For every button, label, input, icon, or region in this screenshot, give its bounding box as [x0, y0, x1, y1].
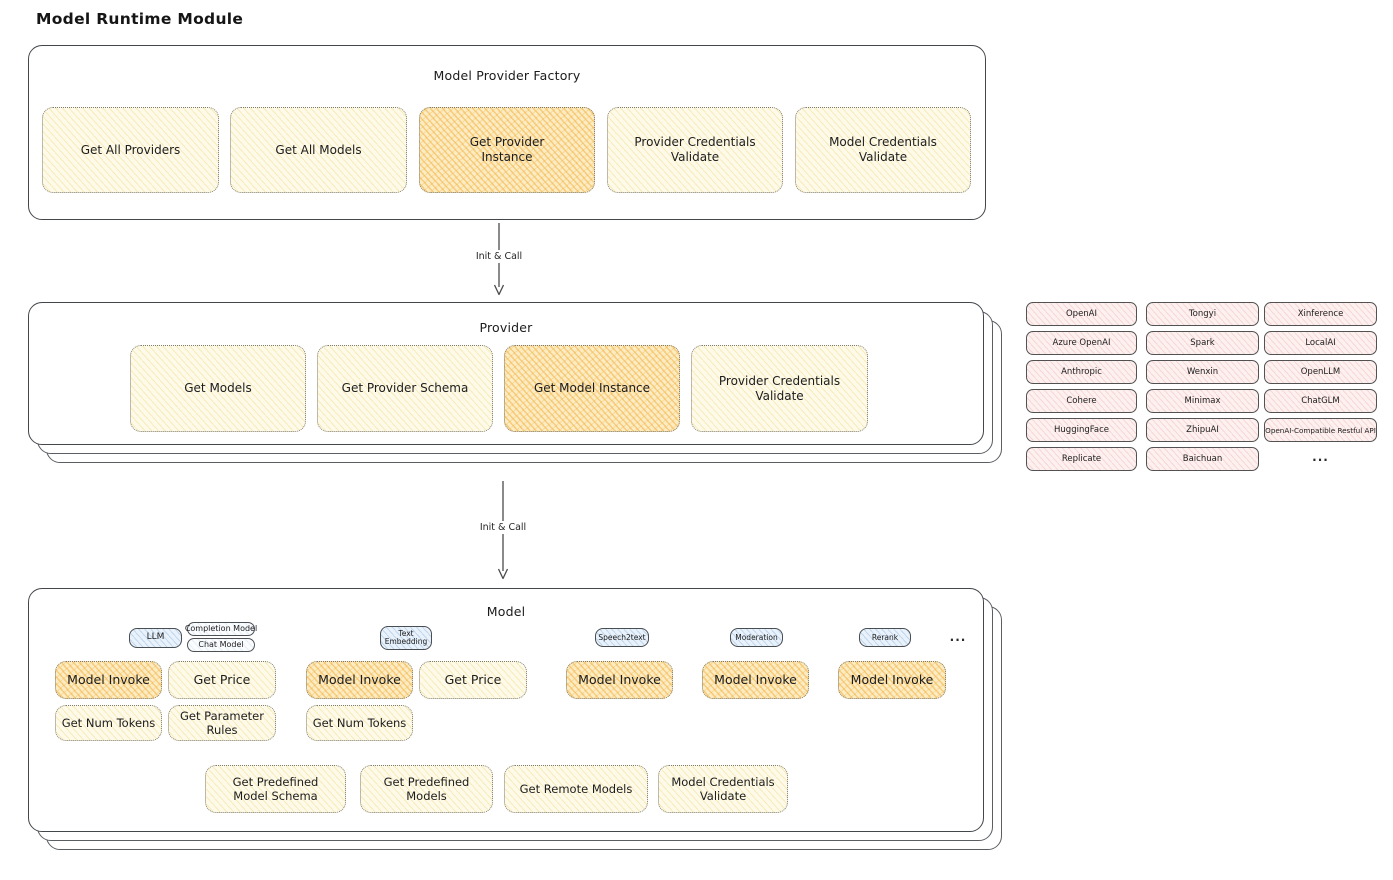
provider-pill-openai: OpenAI: [1026, 302, 1137, 326]
provider-title: Provider: [479, 320, 533, 335]
tab-text-embedding: Text Embedding: [380, 626, 432, 650]
model-node-model-invoke-text-embedding: Model Invoke: [306, 661, 413, 699]
tab-speech2text: Speech2text: [595, 628, 649, 647]
factory-node-get-all-models: Get All Models: [230, 107, 407, 193]
provider-pill-localai: LocalAI: [1264, 331, 1377, 355]
factory-node-provider-credentials-validate: Provider Credentials Validate: [607, 107, 783, 193]
init-call-label: Init & Call: [465, 521, 541, 534]
tab-completion-model: Completion Model: [185, 622, 257, 636]
provider-pill-openllm: OpenLLM: [1264, 360, 1377, 384]
factory-node-get-all-providers: Get All Providers: [42, 107, 219, 193]
provider-pill-openai-compatible-restful-api: OpenAI-Compatible Restful API: [1264, 418, 1377, 442]
tab-rerank: Rerank: [859, 628, 911, 647]
tab-llm: LLM: [129, 628, 182, 648]
model-tabs-more-ellipsis: ...: [949, 630, 967, 644]
provider-node-get-model-instance: Get Model Instance: [504, 345, 680, 432]
provider-node-get-provider-schema: Get Provider Schema: [317, 345, 493, 432]
provider-pill-azure-openai: Azure OpenAI: [1026, 331, 1137, 355]
provider-node-provider-credentials-validate: Provider Credentials Validate: [691, 345, 868, 432]
provider-catalog-more-ellipsis: ...: [1312, 450, 1329, 464]
model-node-model-credentials-validate: Model Credentials Validate: [658, 765, 788, 813]
tab-moderation: Moderation: [730, 628, 783, 647]
provider-pill-zhipuai: ZhipuAI: [1146, 418, 1259, 442]
factory-node-get-provider-instance: Get Provider Instance: [419, 107, 595, 193]
model-node-model-invoke-llm: Model Invoke: [55, 661, 162, 699]
factory-node-model-credentials-validate: Model Credentials Validate: [795, 107, 971, 193]
model-node-get-remote-models: Get Remote Models: [504, 765, 648, 813]
provider-pill-baichuan: Baichuan: [1146, 447, 1259, 471]
factory-title: Model Provider Factory: [433, 68, 581, 83]
model-node-get-price-llm: Get Price: [168, 661, 276, 699]
model-node-get-num-tokens-text-embedding: Get Num Tokens: [306, 705, 413, 741]
model-node-get-parameter-rules-llm: Get Parameter Rules: [168, 705, 276, 741]
provider-pill-replicate: Replicate: [1026, 447, 1137, 471]
provider-pill-spark: Spark: [1146, 331, 1259, 355]
provider-pill-chatglm: ChatGLM: [1264, 389, 1377, 413]
provider-pill-huggingface: HuggingFace: [1026, 418, 1137, 442]
model-node-model-invoke-speech2text: Model Invoke: [566, 661, 673, 699]
init-call-label: Init & Call: [461, 250, 537, 263]
provider-pill-tongyi: Tongyi: [1146, 302, 1259, 326]
model-node-model-invoke-moderation: Model Invoke: [702, 661, 809, 699]
model-node-get-num-tokens-llm: Get Num Tokens: [55, 705, 162, 741]
provider-pill-xinference: Xinference: [1264, 302, 1377, 326]
diagram-title: Model Runtime Module: [36, 10, 244, 28]
model-title: Model: [486, 604, 526, 619]
provider-node-get-models: Get Models: [130, 345, 306, 432]
model-node-get-predefined-models: Get Predefined Models: [360, 765, 493, 813]
model-node-get-price-text-embedding: Get Price: [419, 661, 527, 699]
provider-pill-wenxin: Wenxin: [1146, 360, 1259, 384]
provider-pill-cohere: Cohere: [1026, 389, 1137, 413]
provider-pill-anthropic: Anthropic: [1026, 360, 1137, 384]
provider-pill-minimax: Minimax: [1146, 389, 1259, 413]
tab-chat-model: Chat Model: [187, 638, 255, 652]
model-node-get-predefined-model-schema: Get Predefined Model Schema: [205, 765, 346, 813]
model-node-model-invoke-rerank: Model Invoke: [838, 661, 946, 699]
